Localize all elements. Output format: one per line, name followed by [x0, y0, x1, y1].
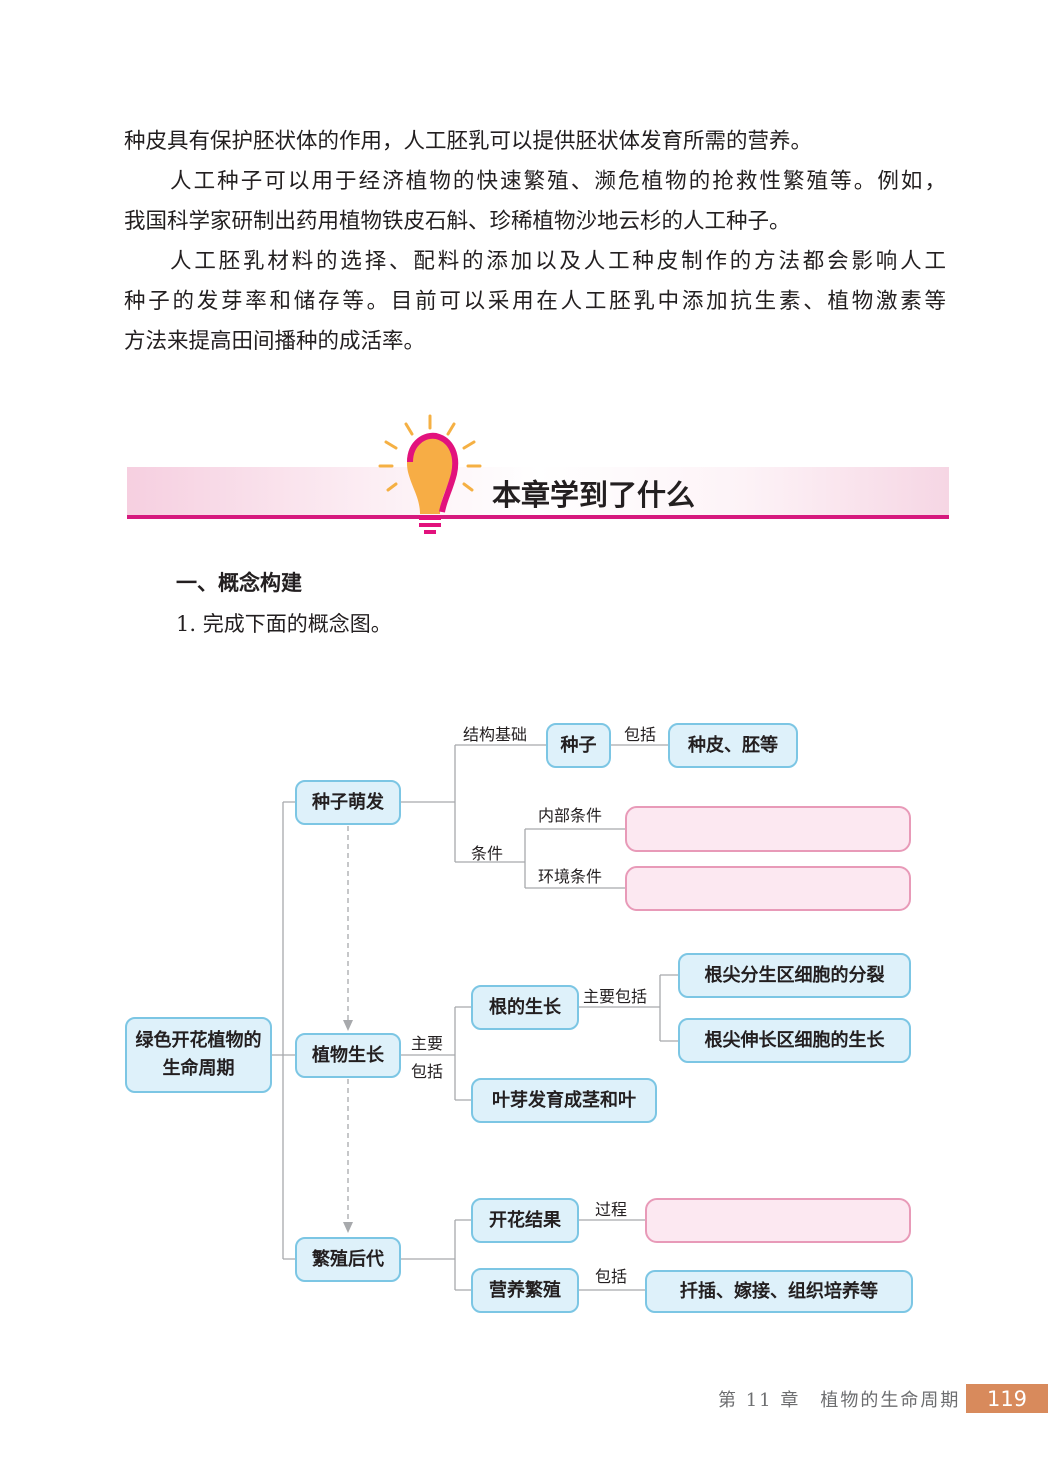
node-bud: 叶芽发育成茎和叶 — [471, 1078, 657, 1123]
paragraph-line: 种子的发芽率和储存等。目前可以采用在人工胚乳中添加抗生素、植物激素等 — [124, 289, 946, 314]
edge-label: 结构基础 — [463, 725, 528, 744]
paragraph-line: 方法来提高田间播种的成活率。 — [124, 329, 426, 354]
node-root: 绿色开花植物的生命周期 — [125, 1017, 272, 1093]
banner-title: 本章学到了什么 — [492, 478, 696, 512]
paragraph-line: 人工胚乳材料的选择、配料的添加以及人工种皮制作的方法都会影响人工 — [170, 249, 946, 274]
page-number: 119 — [966, 1384, 1048, 1413]
node-seed-parts: 种皮、胚等 — [668, 723, 798, 768]
chapter-footer: 第 11 章 植物的生命周期 — [718, 1390, 961, 1411]
edge-label: 内部条件 — [538, 806, 603, 825]
edge-label: 包括 — [624, 725, 657, 744]
node-germination: 种子萌发 — [295, 780, 401, 825]
node-vegetative-methods: 扦插、嫁接、组织培养等 — [645, 1270, 913, 1313]
node-growth: 植物生长 — [295, 1033, 401, 1078]
section-heading: 一、概念构建 — [176, 571, 302, 595]
node-root-elongation: 根尖伸长区细胞的生长 — [678, 1018, 911, 1063]
edge-label: 环境条件 — [538, 867, 603, 886]
lightbulb-icon — [378, 414, 482, 534]
blank-flowering-process[interactable] — [645, 1198, 911, 1243]
blank-internal-condition[interactable] — [625, 806, 911, 852]
edge-label: 条件 — [471, 844, 504, 863]
paragraph-line: 我国科学家研制出药用植物铁皮石斛、珍稀植物沙地云杉的人工种子。 — [124, 209, 791, 234]
task-instruction: 1. 完成下面的概念图。 — [176, 612, 392, 636]
blank-environment-condition[interactable] — [625, 866, 911, 911]
node-seed: 种子 — [546, 723, 611, 768]
banner-underline — [127, 515, 949, 519]
section-banner — [127, 467, 949, 517]
node-flowering: 开花结果 — [471, 1198, 579, 1243]
edge-label: 包括 — [411, 1062, 444, 1081]
edge-label: 包括 — [595, 1267, 628, 1286]
node-root-growth: 根的生长 — [471, 985, 579, 1030]
paragraph-line: 种皮具有保护胚状体的作用，人工胚乳可以提供胚状体发育所需的营养。 — [124, 129, 813, 154]
edge-label: 过程 — [595, 1200, 628, 1219]
edge-label: 主要 — [411, 1034, 444, 1053]
paragraph-line: 人工种子可以用于经济植物的快速繁殖、濒危植物的抢救性繁殖等。例如， — [170, 169, 946, 194]
edge-label: 主要包括 — [583, 987, 648, 1006]
node-vegetative: 营养繁殖 — [471, 1268, 579, 1313]
node-reproduction: 繁殖后代 — [295, 1237, 401, 1282]
node-root-division: 根尖分生区细胞的分裂 — [678, 953, 911, 998]
